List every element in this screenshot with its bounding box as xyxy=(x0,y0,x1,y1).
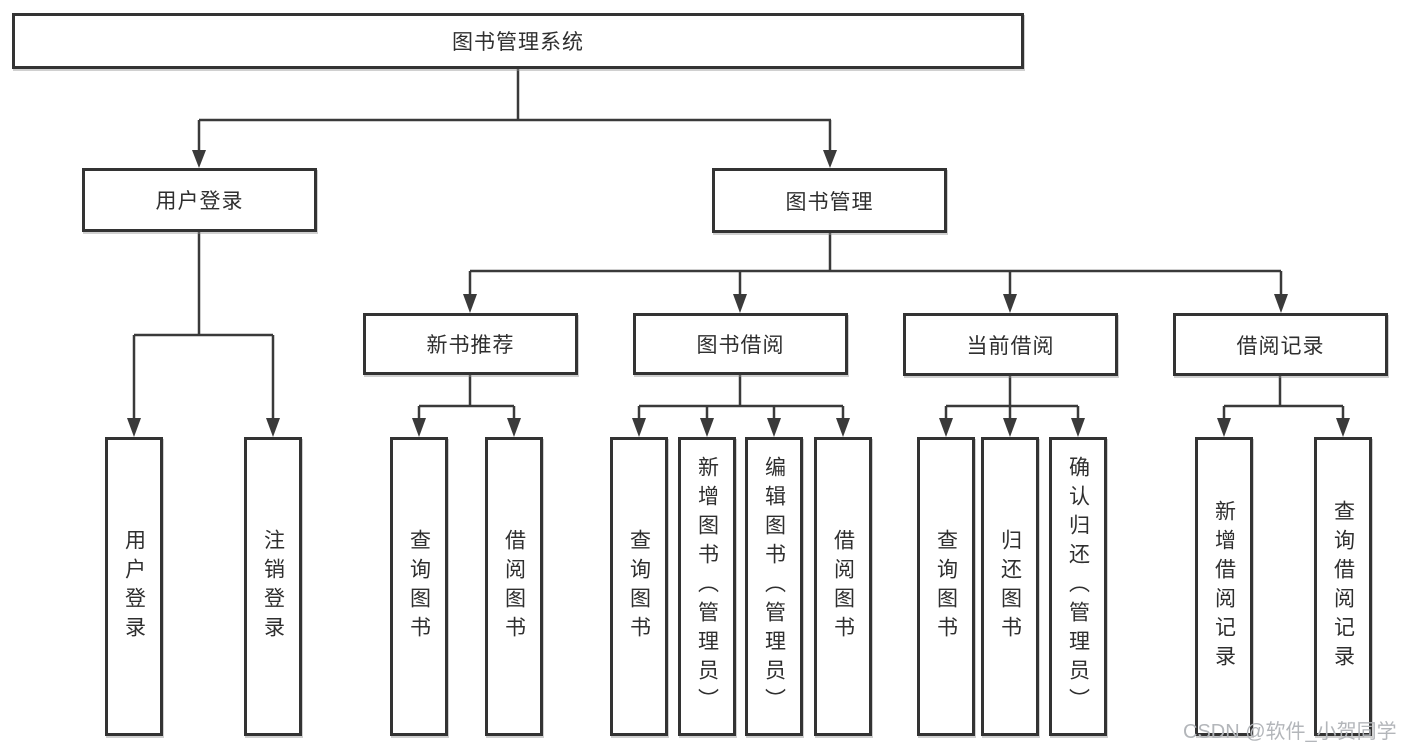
node-root-label: 图书管理系统 xyxy=(452,31,584,54)
leaf-node-user-login: 用户登录 xyxy=(105,437,163,736)
node-current-borrow: 当前借阅 xyxy=(903,313,1118,376)
leaf-node-query-books-borrow: 查询图书 xyxy=(610,437,668,736)
leaf-node-confirm-return-admin: 确认归还（管理员） xyxy=(1049,437,1107,736)
node-new-book-recommend: 新书推荐 xyxy=(363,313,578,375)
leaf-label: 用户登录 xyxy=(122,528,146,645)
leaf-label: 新增图书（管理员） xyxy=(695,456,719,717)
leaf-label: 编辑图书（管理员） xyxy=(762,456,786,717)
connector-borrow-record-children xyxy=(1217,375,1350,437)
node-book-borrow: 图书借阅 xyxy=(633,313,848,375)
node-user-login-label: 用户登录 xyxy=(155,190,244,213)
leaf-node-return-books: 归还图书 xyxy=(981,437,1039,736)
leaf-node-borrow-books: 借阅图书 xyxy=(814,437,872,736)
node-book-management-label: 图书管理 xyxy=(785,190,874,214)
node-new-book-recommend-label: 新书推荐 xyxy=(426,334,515,357)
csdn-watermark: CSDN @软件_小贺同学 xyxy=(1183,721,1397,743)
leaf-node-add-books-admin: 新增图书（管理员） xyxy=(678,437,736,736)
leaf-node-query-borrow-record: 查询借阅记录 xyxy=(1314,437,1372,736)
connector-book-management-children xyxy=(463,233,1288,313)
leaf-node-borrow-books-recommend: 借阅图书 xyxy=(485,437,543,736)
leaf-label: 归还图书 xyxy=(998,528,1022,645)
leaf-label: 查询借阅记录 xyxy=(1331,499,1355,674)
leaf-label: 查询图书 xyxy=(407,528,431,645)
connector-user-login-children xyxy=(127,232,280,437)
node-borrow-record: 借阅记录 xyxy=(1173,313,1388,376)
leaf-label: 确认归还（管理员） xyxy=(1066,456,1090,717)
leaf-label: 注销登录 xyxy=(261,528,285,645)
connector-root-to-level2 xyxy=(192,69,837,168)
connector-new-book-children xyxy=(412,375,521,437)
leaf-node-edit-books-admin: 编辑图书（管理员） xyxy=(745,437,803,736)
node-user-login: 用户登录 xyxy=(82,168,317,232)
leaf-label: 借阅图书 xyxy=(831,528,855,645)
node-book-management: 图书管理 xyxy=(712,168,947,233)
connector-book-borrow-children xyxy=(632,375,850,437)
connector-current-borrow-children xyxy=(939,375,1085,437)
node-root: 图书管理系统 xyxy=(12,13,1024,69)
leaf-node-add-borrow-record: 新增借阅记录 xyxy=(1195,437,1253,736)
node-book-borrow-label: 图书借阅 xyxy=(696,334,785,357)
node-borrow-record-label: 借阅记录 xyxy=(1236,334,1325,358)
leaf-node-logout: 注销登录 xyxy=(244,437,302,736)
leaf-label: 借阅图书 xyxy=(502,528,526,645)
leaf-node-query-books-current: 查询图书 xyxy=(917,437,975,736)
leaf-label: 查询图书 xyxy=(934,528,958,645)
leaf-label: 查询图书 xyxy=(627,528,651,645)
leaf-label: 新增借阅记录 xyxy=(1212,499,1236,674)
leaf-node-query-books-recommend: 查询图书 xyxy=(390,437,448,736)
node-current-borrow-label: 当前借阅 xyxy=(966,334,1055,358)
